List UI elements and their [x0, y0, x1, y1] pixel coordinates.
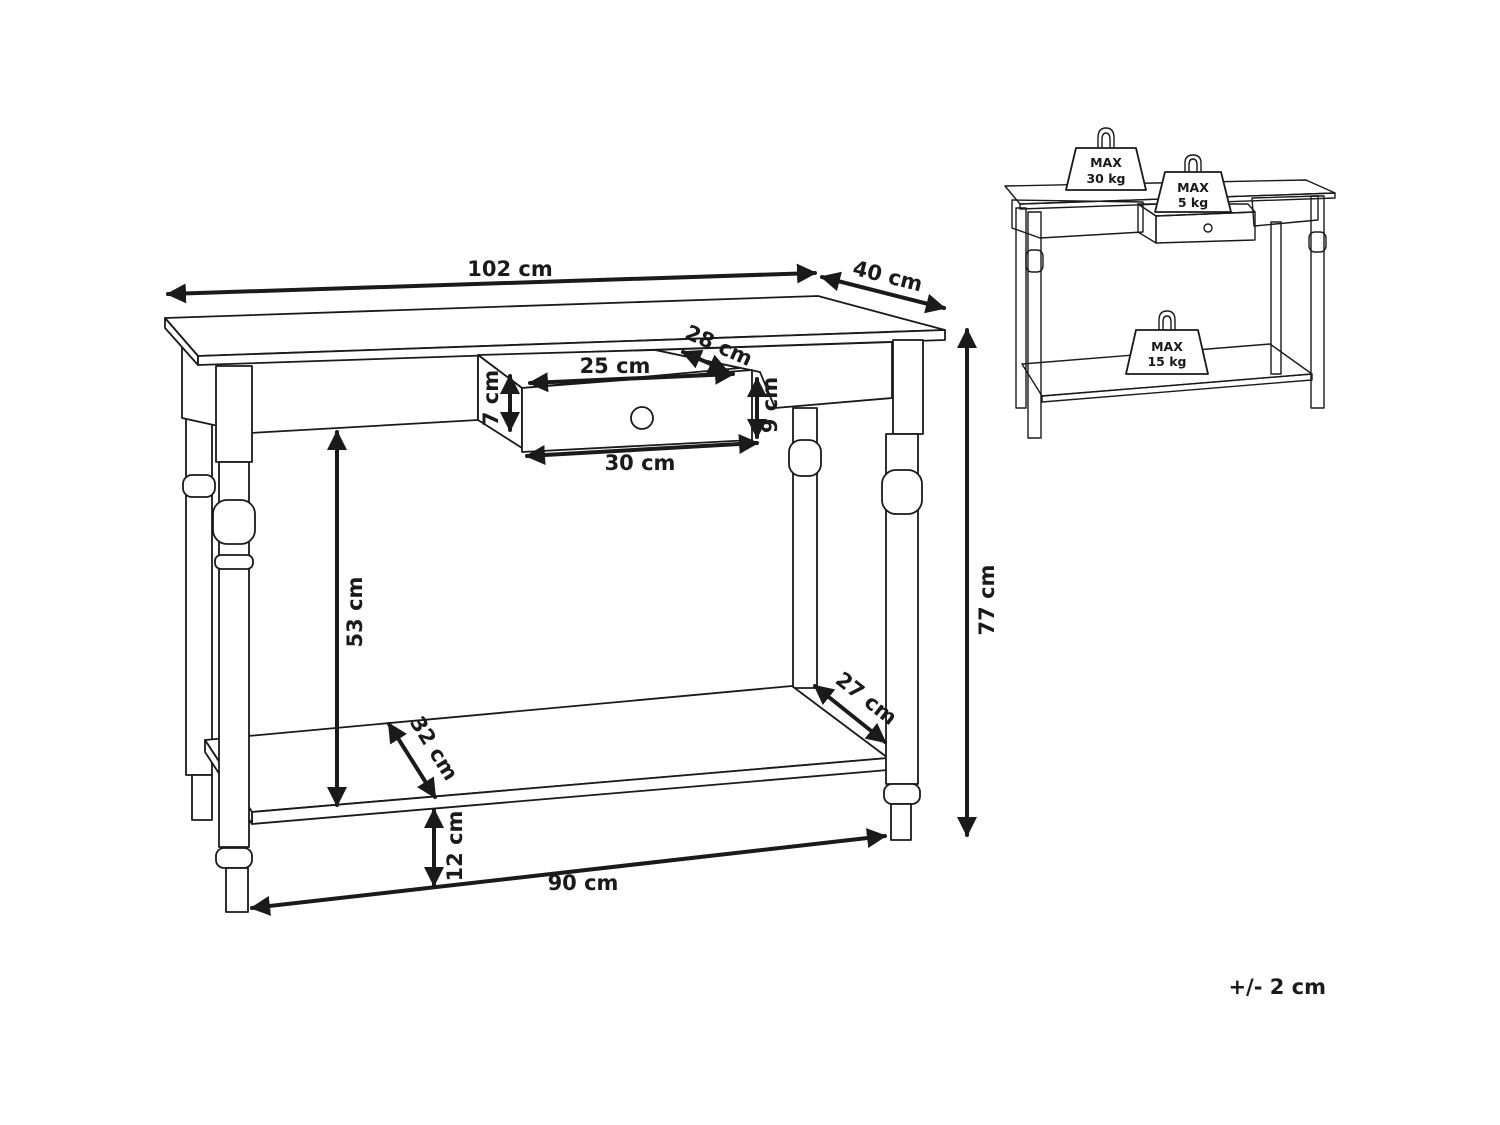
weight-shelf-max: MAX: [1151, 339, 1183, 354]
label-shelf-width: 90 cm: [548, 871, 619, 895]
leg-front-left: [212, 365, 256, 913]
label-drawer-inner-width: 25 cm: [580, 354, 651, 378]
label-depth: 40 cm: [850, 256, 925, 296]
load-limit-illustration: MAX 30 kg MAX 5 kg MAX 15 kg: [1004, 127, 1336, 439]
dim-width-arrow: [166, 263, 817, 304]
weight-top-max: MAX: [1090, 155, 1122, 170]
dim-drawer-inner-width-arrow: [528, 364, 735, 393]
drawer-knob: [630, 406, 654, 430]
weight-drawer-value: 5 kg: [1178, 195, 1208, 210]
dimension-lines: [166, 263, 977, 916]
dim-shelf-depth-right-arrow: [813, 684, 887, 744]
leg-front-right: [881, 339, 924, 841]
label-total-height: 77 cm: [975, 565, 999, 636]
label-width: 102 cm: [467, 257, 552, 281]
label-drawer-outer-height: 9 cm: [758, 377, 782, 433]
label-drawer-outer-width: 30 cm: [605, 451, 676, 475]
weight-top-value: 30 kg: [1086, 171, 1125, 186]
dim-shelf-width-arrow: [250, 828, 887, 916]
console-table-main: [164, 295, 946, 913]
table-top: [164, 295, 946, 366]
dim-drawer-outer-width-arrow: [525, 434, 759, 465]
lower-shelf: [204, 685, 889, 825]
label-drawer-inner-height: 7 cm: [479, 370, 503, 426]
label-shelf-height: 12 cm: [443, 811, 467, 882]
weight-drawer-max: MAX: [1177, 180, 1209, 195]
tolerance-note: +/- 2 cm: [1228, 975, 1326, 999]
weight-drawer-icon: MAX 5 kg: [1154, 154, 1232, 213]
label-leg-clearance: 53 cm: [343, 577, 367, 648]
leg-back-left: [182, 414, 216, 821]
weight-top-icon: MAX 30 kg: [1065, 127, 1147, 191]
weight-shelf-value: 15 kg: [1147, 354, 1186, 369]
dim-depth-arrow: [820, 271, 946, 314]
dim-shelf-depth-left-arrow: [387, 722, 437, 799]
leg-back-right: [788, 407, 822, 689]
weight-shelf-icon: MAX 15 kg: [1125, 310, 1209, 375]
